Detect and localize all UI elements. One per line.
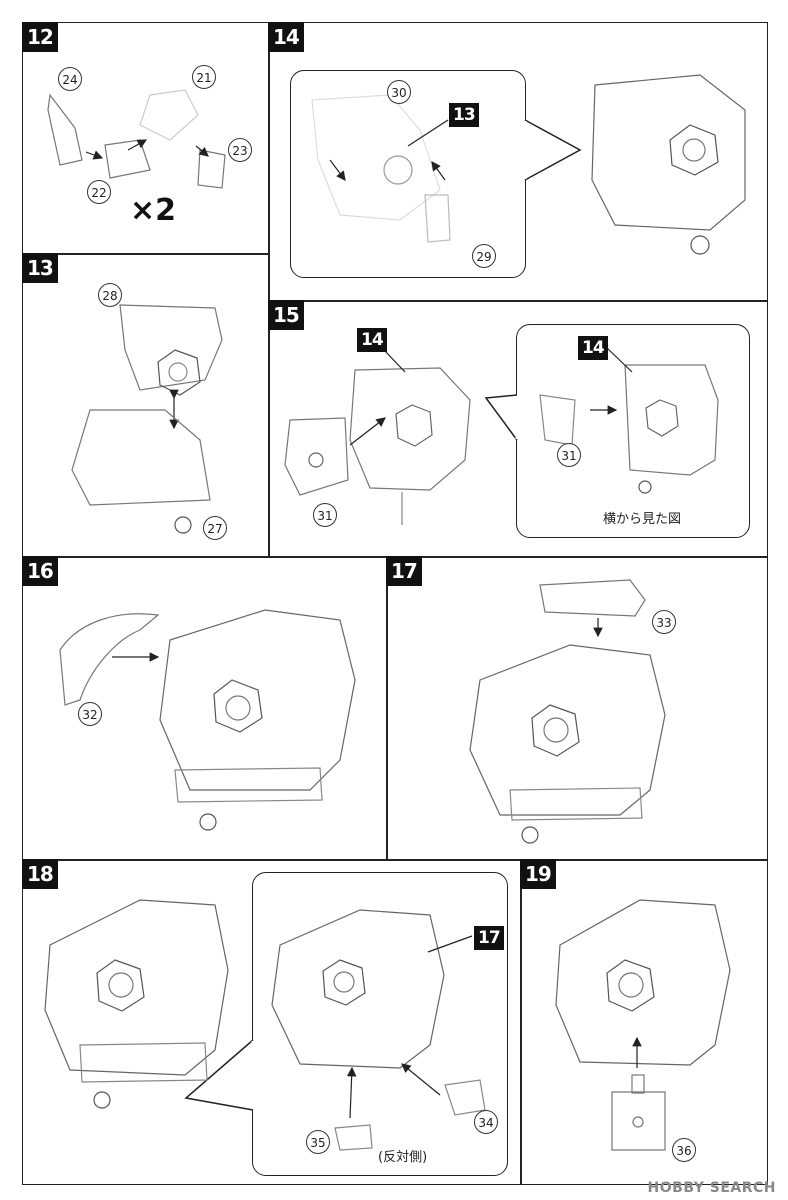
panel-step-19 <box>520 859 768 1185</box>
part-number-35: 35 <box>306 1130 330 1154</box>
part-number-32: 32 <box>78 702 102 726</box>
part-number-28: 28 <box>98 283 122 307</box>
callout-step-14-main: 14 <box>357 328 387 352</box>
step-number-19: 19 <box>520 859 556 889</box>
panel-step-17 <box>386 556 768 861</box>
panel-step-13 <box>22 253 270 558</box>
part-number-24: 24 <box>58 67 82 91</box>
watermark: HOBBY SEARCH <box>647 1180 776 1196</box>
side-view-caption: 横から見た図 <box>603 512 682 527</box>
panel-step-12 <box>22 22 270 255</box>
quantity-multiplier: ×2 <box>130 193 177 228</box>
opposite-side-note: (反対側) <box>378 1150 428 1165</box>
callout-step-13: 13 <box>449 103 479 127</box>
part-number-21: 21 <box>192 65 216 89</box>
detail-bubble-step-18 <box>252 872 508 1176</box>
step-number-18: 18 <box>22 859 58 889</box>
part-number-22: 22 <box>87 180 111 204</box>
panel-step-16 <box>22 556 388 861</box>
part-number-34: 34 <box>474 1110 498 1134</box>
part-number-29: 29 <box>472 244 496 268</box>
step-number-14: 14 <box>268 22 304 52</box>
part-number-31-main: 31 <box>313 503 337 527</box>
part-number-36: 36 <box>672 1138 696 1162</box>
side-view-bubble-step-15 <box>516 324 750 538</box>
part-number-27: 27 <box>203 516 227 540</box>
part-number-23: 23 <box>228 138 252 162</box>
panel-step-15 <box>268 300 768 558</box>
step-number-15: 15 <box>268 300 304 330</box>
detail-bubble-step-14 <box>290 70 526 278</box>
step-number-16: 16 <box>22 556 58 586</box>
callout-step-17: 17 <box>474 926 504 950</box>
part-number-30: 30 <box>387 80 411 104</box>
part-number-31-side: 31 <box>557 443 581 467</box>
panel-step-14 <box>268 22 768 302</box>
step-number-12: 12 <box>22 22 58 52</box>
panel-step-18 <box>22 859 522 1185</box>
step-number-13: 13 <box>22 253 58 283</box>
step-number-17: 17 <box>386 556 422 586</box>
part-number-33: 33 <box>652 610 676 634</box>
callout-step-14-side: 14 <box>578 336 608 360</box>
